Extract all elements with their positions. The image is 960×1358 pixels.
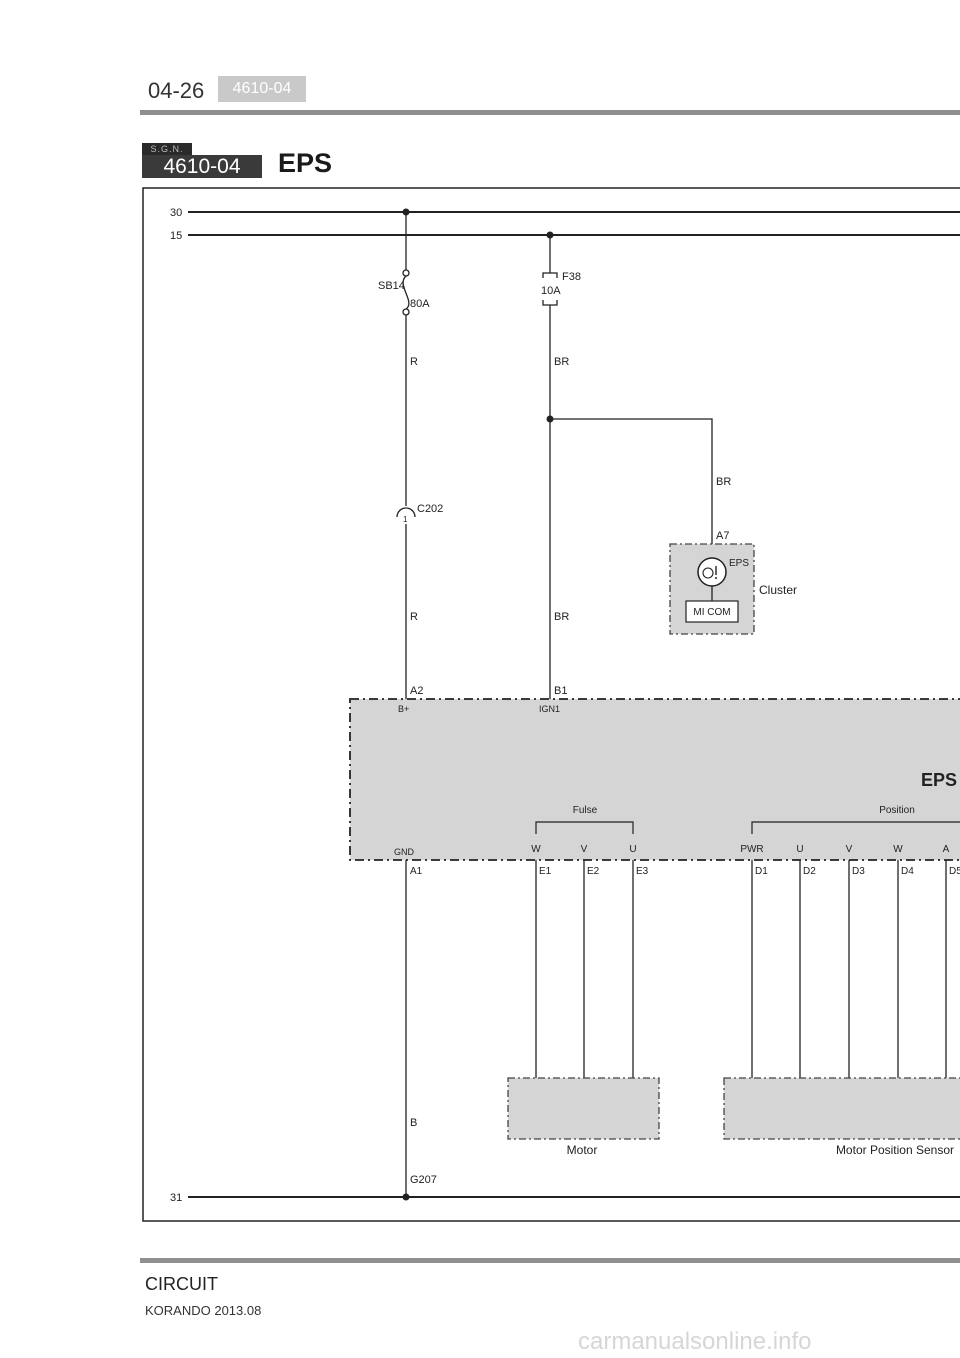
motor-label: Motor [567,1143,598,1157]
eps-position-term: W [893,844,903,855]
rail-15-label: 15 [170,230,182,242]
fuse-sb14-name: SB14 [378,280,405,292]
wire-br-branch [550,418,713,557]
fuse-f38-rating: 10A [541,285,561,297]
motor-position-sensor-label: Motor Position Sensor [836,1143,954,1157]
motor-position-sensor: Motor Position Sensor [723,1077,960,1157]
header-rule [140,110,960,115]
eps-fulse-term: W [531,844,541,855]
rail-30-label: 30 [170,207,182,219]
eps-unit-label: EPS [921,770,957,790]
eps-position-pin: D1 [755,866,768,877]
eps-unit: A2 B1 B+ IGN1 EPS GND Fulse W V U Positi… [349,685,960,861]
fuse-sb14-rating: 80A [410,298,430,310]
rail-31: 31 [170,1192,960,1204]
section-title: EPS [278,148,333,178]
wire-r-mid-label: R [410,611,418,623]
wire-br-branch-label: BR [716,476,731,488]
eps-pin-b1: B1 [554,685,567,697]
cluster-label: Cluster [759,583,797,597]
eps-fulse-group: Fulse [573,805,598,816]
connector-c202-pin: 1 [403,515,408,524]
cluster-module: A7 EPS MI COM Cluster [669,530,797,635]
cluster-micom: MI COM [693,607,730,618]
eps-fulse-pin: E3 [636,866,649,877]
eps-fulse-pin: E1 [539,866,552,877]
eps-fulse-term: V [581,844,588,855]
footer-section: CIRCUIT [145,1274,218,1294]
section-badge-code: 4610-04 [142,155,262,178]
header-code-badge: 4610-04 [218,76,306,102]
eps-term-bplus: B+ [398,704,409,714]
eps-position-term: PWR [740,844,763,855]
eps-warning-icon [697,557,727,587]
connector-c202: 1 C202 [396,503,443,524]
eps-position-term: U [796,844,803,855]
footer-rule [140,1258,960,1263]
section-badge-small: S.G.N. [142,143,192,155]
motor-component: Motor [507,1077,660,1157]
wire-r-top-label: R [410,356,418,368]
cluster-icon-label: EPS [729,558,749,569]
eps-position-pin: D2 [803,866,816,877]
section-badge: S.G.N. 4610-04 [142,143,262,178]
connector-c202-name: C202 [417,503,443,515]
eps-pin-a2: A2 [410,685,423,697]
eps-fulse-term: U [629,844,636,855]
eps-position-pin: D4 [901,866,914,877]
eps-term-ign1: IGN1 [539,704,560,714]
eps-term-gnd: GND [394,847,415,857]
rail-15: 15 [170,230,960,242]
eps-fulse-pin: E2 [587,866,600,877]
rail-30: 30 [170,207,960,219]
wire-br-mid-label: BR [554,611,569,623]
fuse-f38-name: F38 [562,271,581,283]
cluster-pin-a7: A7 [716,530,729,542]
rail-31-label: 31 [170,1192,182,1204]
eps-pin-a1: A1 [410,866,423,877]
wire-ground-label: B [410,1117,417,1129]
eps-position-pin: D3 [852,866,865,877]
footer-model: KORANDO 2013.08 [145,1303,262,1318]
eps-position-pin: D5 [949,866,960,877]
fuse-sb14: SB14 80A [378,212,430,316]
fuse-f38: F38 10A [541,235,581,306]
eps-position-term: V [846,844,853,855]
eps-position-group: Position [879,805,915,816]
eps-position-term: A [943,844,950,855]
motor-wires [535,860,634,1078]
ground-point-g207: G207 [410,1174,437,1186]
sensor-wires [751,860,947,1078]
wire-br-top-label: BR [554,356,569,368]
diagram-frame [142,187,960,1222]
footer-watermark: carmanualsonline.info [578,1328,812,1355]
page-number: 04-26 [148,78,205,103]
